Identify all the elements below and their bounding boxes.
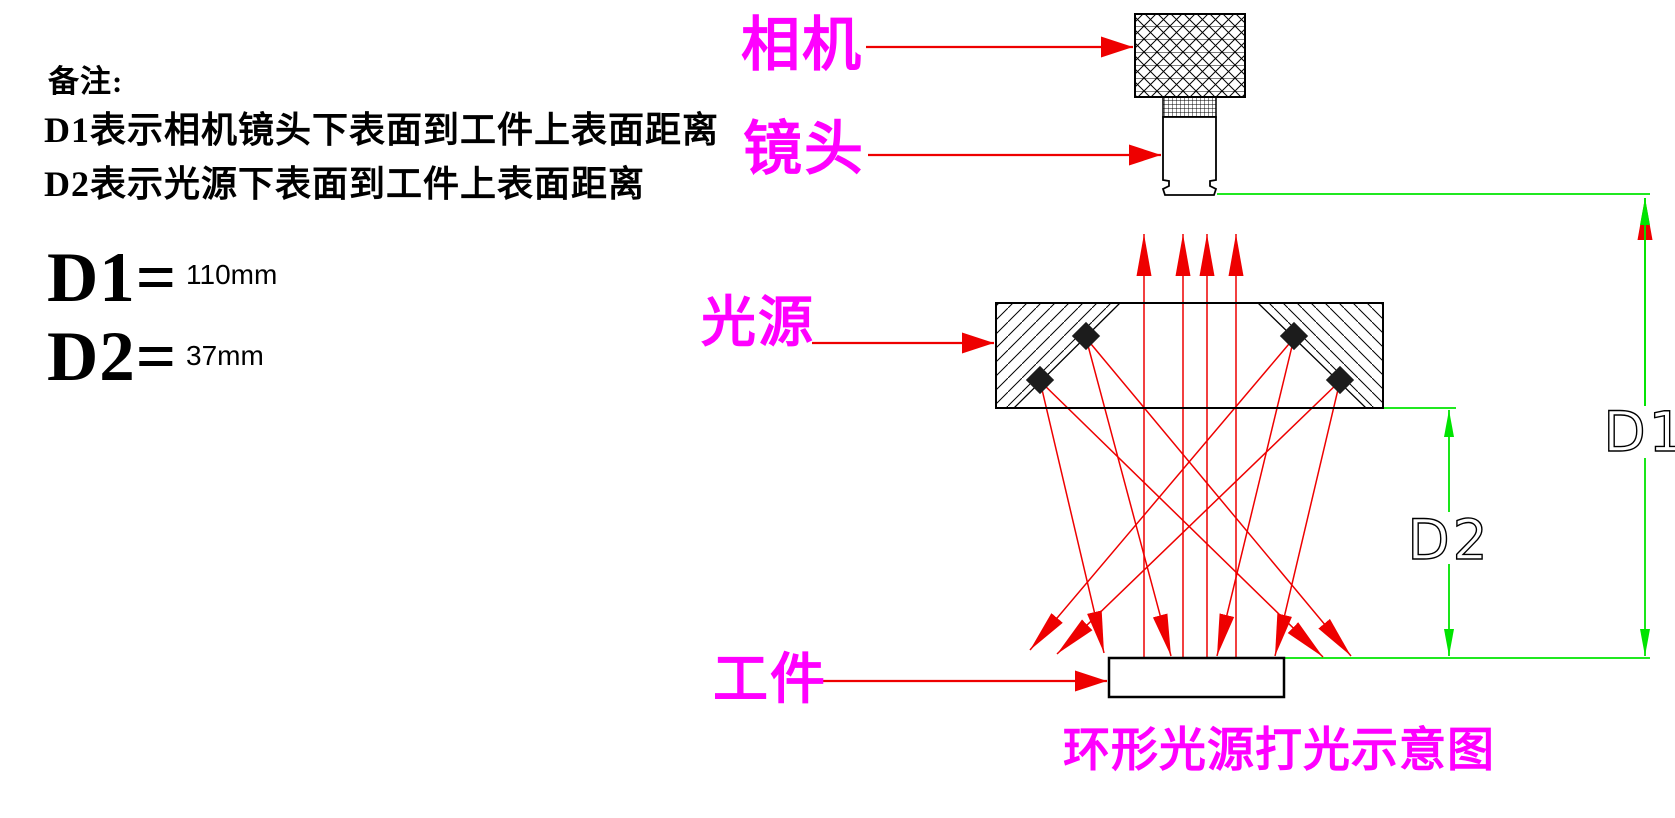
notes-line-d2: D2表示光源下表面到工件上表面距离 [44,164,645,204]
ring-light [995,302,1384,409]
notes-title: 备注: [48,64,124,99]
d1-value: 110mm [186,259,278,290]
label-leader-arrows [812,36,1161,692]
workpiece-label: 工件 [713,649,828,710]
lens-label: 镜头 [743,116,866,182]
d2-value: 37mm [186,340,264,371]
lens-body [1161,116,1218,196]
diagram-title: 环形光源打光示意图 [1063,723,1495,776]
dimension-text-d2: D2 [1407,508,1490,572]
led-chips [1025,321,1355,395]
dimension-text-d1: D1 [1603,400,1675,464]
camera-label: 相机 [741,12,864,78]
dimension-lines [1217,193,1653,659]
d2-equals-label: D2= [47,318,178,396]
workpiece-box [1107,656,1286,699]
lens-mount [1162,96,1217,118]
light-rays [1029,234,1352,658]
d1-equals-label: D1= [47,239,178,317]
notes-line-d1: D1表示相机镜头下表面到工件上表面距离 [44,110,719,150]
light-source-label: 光源 [701,292,816,353]
camera-body [1134,13,1246,98]
